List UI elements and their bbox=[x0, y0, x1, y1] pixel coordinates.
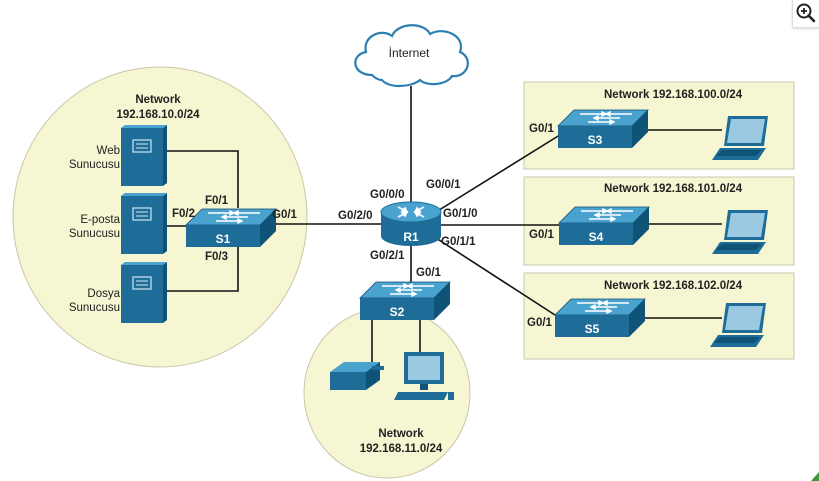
lan101-title: Network 192.168.101.0/24 bbox=[604, 183, 743, 195]
lan10-title: Network bbox=[135, 94, 181, 106]
web-server-label-2: Sunucusu bbox=[69, 159, 120, 171]
s2-label: S2 bbox=[390, 305, 405, 319]
desktop-pc[interactable] bbox=[394, 352, 454, 400]
s5-uplink-port: G0/1 bbox=[527, 317, 553, 329]
switch-s5[interactable]: S5 bbox=[554, 298, 646, 338]
router-r1[interactable]: R1 bbox=[380, 201, 442, 246]
zoom-in-icon bbox=[796, 3, 816, 23]
router-icon bbox=[380, 201, 442, 246]
links bbox=[163, 86, 722, 362]
cloud-icon bbox=[354, 24, 469, 88]
switch-s1[interactable]: S1 bbox=[185, 208, 277, 248]
s3-uplink-port: G0/1 bbox=[529, 123, 555, 135]
email-server[interactable]: E-posta Sunucusu bbox=[69, 192, 168, 255]
port-g011: G0/1/1 bbox=[441, 236, 476, 248]
s1-port-f02: F0/2 bbox=[172, 208, 195, 220]
switch-s3[interactable]: S3 bbox=[557, 109, 649, 149]
email-server-label-2: Sunucusu bbox=[69, 228, 120, 240]
web-server-label-1: Web bbox=[97, 145, 120, 157]
file-server-label-1: Dosya bbox=[87, 288, 120, 300]
switch-s2[interactable]: S2 bbox=[359, 281, 451, 321]
web-server[interactable]: Web Sunucusu bbox=[69, 124, 168, 187]
port-g001: G0/0/1 bbox=[426, 179, 461, 191]
port-g000: G0/0/0 bbox=[370, 189, 405, 201]
router-label: R1 bbox=[403, 230, 419, 244]
s4-label: S4 bbox=[589, 230, 604, 244]
port-g010: G0/1/0 bbox=[443, 208, 478, 220]
switch-icon bbox=[558, 206, 650, 246]
s4-uplink-port: G0/1 bbox=[529, 229, 555, 241]
switch-icon bbox=[554, 298, 646, 338]
lan10-subnet: 192.168.10.0/24 bbox=[116, 109, 200, 121]
server-icon bbox=[120, 192, 168, 255]
s1-uplink-port: G0/1 bbox=[272, 209, 298, 221]
desktop-icon bbox=[394, 352, 454, 400]
lan102-title: Network 192.168.102.0/24 bbox=[604, 280, 743, 292]
switch-icon bbox=[185, 208, 277, 248]
s2-uplink-port: G0/1 bbox=[416, 267, 442, 279]
s1-label: S1 bbox=[216, 232, 231, 246]
server-icon bbox=[120, 124, 168, 187]
printer-icon bbox=[330, 362, 384, 390]
port-g020: G0/2/0 bbox=[338, 210, 373, 222]
file-server[interactable]: Dosya Sunucusu bbox=[69, 261, 168, 324]
s1-port-f01: F0/1 bbox=[205, 195, 229, 207]
port-g021: G0/2/1 bbox=[370, 250, 405, 262]
lan11-title: Network bbox=[378, 428, 424, 440]
server-icon bbox=[120, 261, 168, 324]
zoom-in-button[interactable] bbox=[792, 0, 819, 28]
printer[interactable] bbox=[330, 362, 384, 390]
switch-icon bbox=[557, 109, 649, 149]
lan100-title: Network 192.168.100.0/24 bbox=[604, 89, 743, 101]
file-server-label-2: Sunucusu bbox=[69, 302, 120, 314]
internet-cloud: İnternet bbox=[354, 24, 469, 88]
lan11-subnet: 192.168.11.0/24 bbox=[360, 443, 443, 455]
email-server-label-1: E-posta bbox=[80, 214, 120, 226]
s3-label: S3 bbox=[588, 133, 603, 147]
s5-label: S5 bbox=[585, 322, 600, 336]
s1-port-f03: F0/3 bbox=[205, 251, 228, 263]
internet-label: İnternet bbox=[389, 46, 430, 60]
switch-icon bbox=[359, 281, 451, 321]
switch-s4[interactable]: S4 bbox=[558, 206, 650, 246]
corner-mark bbox=[811, 472, 819, 481]
